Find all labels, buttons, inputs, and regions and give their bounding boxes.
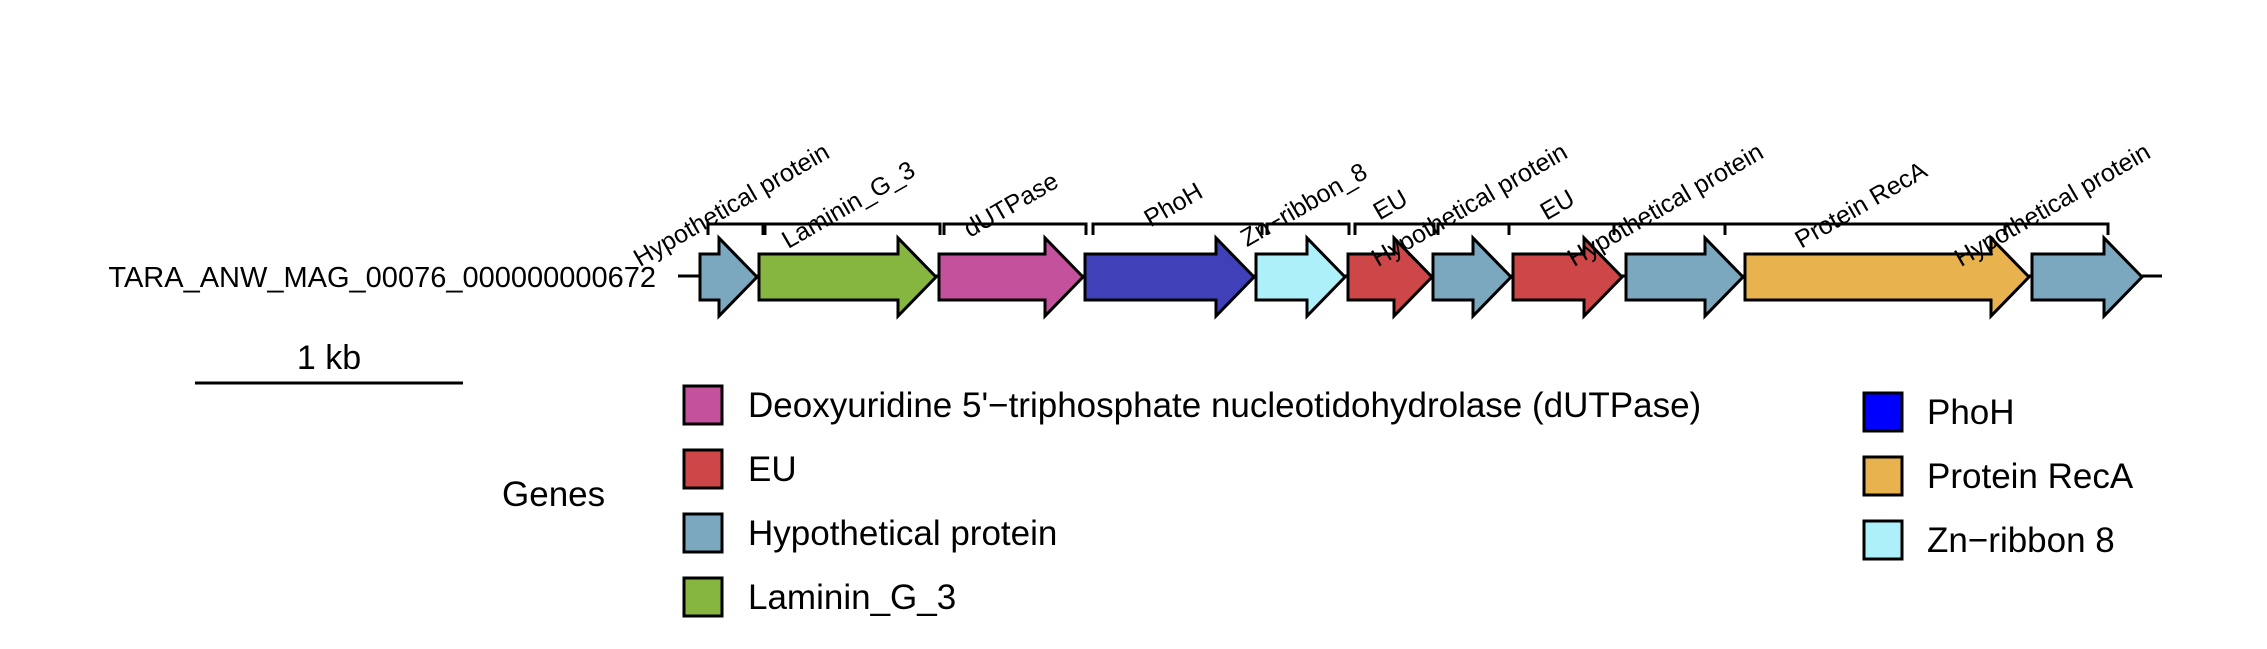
legend-swatch [682, 576, 724, 618]
legend-swatch [682, 448, 724, 490]
legend-swatch [1862, 391, 1904, 433]
legend-swatch [682, 384, 724, 426]
scale-bar-label: 1 kb [297, 339, 361, 377]
legend-title: Genes [502, 475, 605, 514]
legend: Deoxyuridine 5'−triphosphate nucleotidoh… [682, 384, 2134, 618]
gene-arrow [757, 234, 939, 320]
gene-label: Hypothetical protein [1563, 138, 1768, 273]
legend-label: PhoH [1927, 393, 2015, 432]
legend-label: Hypothetical protein [748, 514, 1057, 553]
gene-bracket [1091, 222, 1264, 235]
gene-arrow [1254, 234, 1348, 320]
gene-arrow [1743, 234, 2032, 320]
gene-track [698, 234, 2145, 320]
gene-bracket [706, 222, 765, 235]
gene-label: Zn−ribbon_8 [1236, 158, 1372, 253]
scale-bar: 1 kb [195, 339, 463, 385]
gene-bracket [1353, 222, 1436, 235]
gene-label: EU [1368, 184, 1412, 226]
gene-label: Hypothetical protein [1950, 138, 2155, 273]
gene-bracket [942, 222, 1088, 235]
gene-label: EU [1535, 184, 1579, 226]
gene-bracket [1723, 222, 2007, 235]
legend-label: Deoxyuridine 5'−triphosphate nucleotidoh… [748, 386, 1701, 425]
gene-bracket [763, 222, 942, 235]
legend-swatch [682, 512, 724, 554]
legend-swatch [1862, 455, 1904, 497]
gene-label: dUTPase [959, 167, 1063, 243]
sequence-name: TARA_ANW_MAG_00076_000000000672 [108, 262, 656, 294]
legend-swatch [1862, 519, 1904, 561]
gene-arrow [1431, 234, 1514, 320]
gene-arrow [1083, 234, 1257, 320]
gene-bracket [1265, 222, 1351, 235]
legend-label: Laminin_G_3 [748, 578, 956, 617]
legend-label: Zn−ribbon 8 [1927, 521, 2115, 560]
gene-arrow [2030, 234, 2145, 320]
gene-label: Protein RecA [1790, 156, 1932, 254]
legend-label: EU [748, 450, 797, 489]
gene-arrow [1511, 234, 1625, 320]
gene-arrow [937, 234, 1086, 320]
legend-label: Protein RecA [1927, 457, 2134, 496]
gene-bracket [2003, 222, 2110, 235]
gene-arrow [1624, 234, 1746, 320]
gene-arrow [1346, 234, 1435, 320]
gene-arrow [698, 234, 760, 320]
